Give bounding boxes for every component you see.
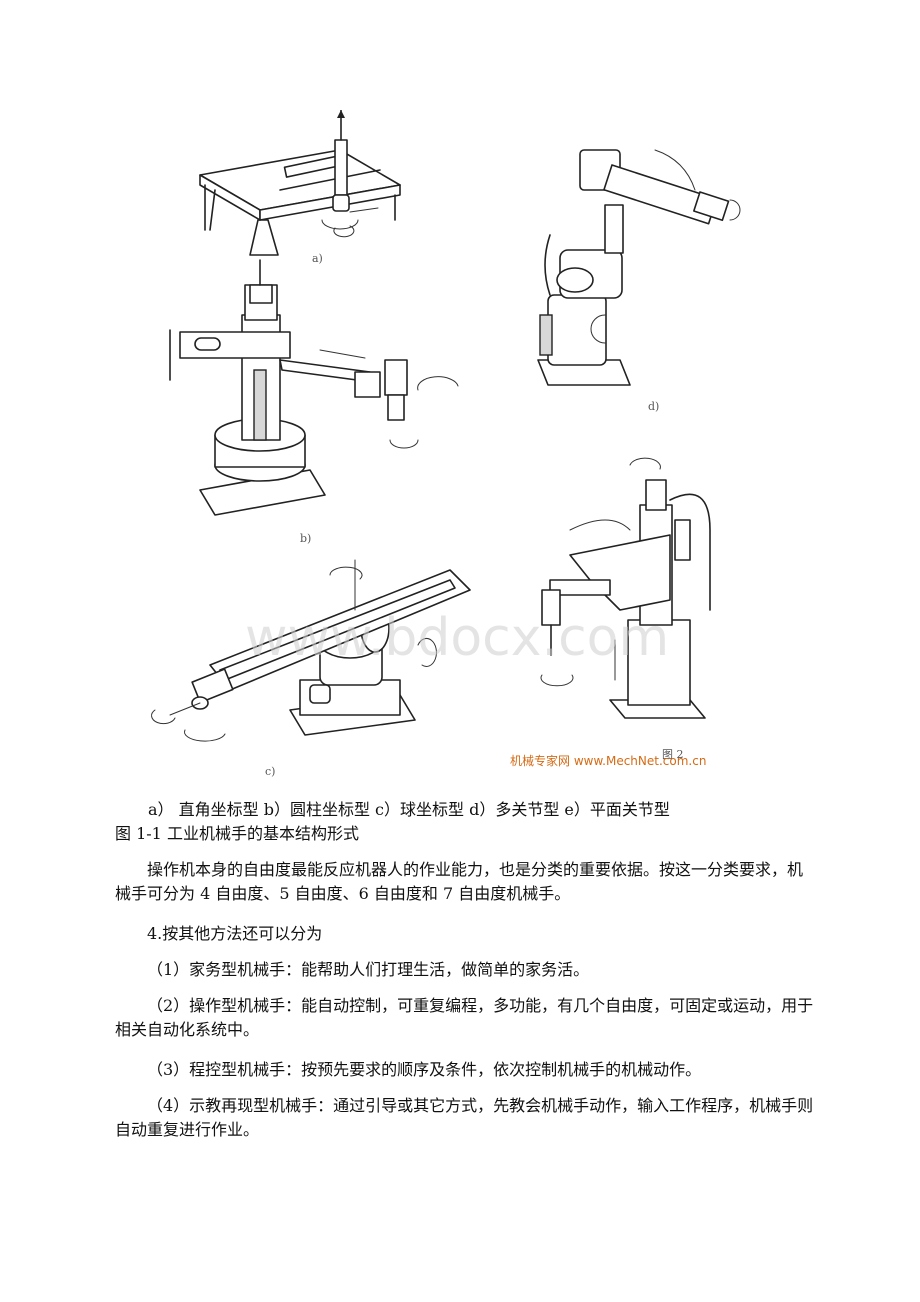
cylindrical-robot-drawing: b) xyxy=(169,259,459,545)
sublabel-b: b) xyxy=(300,532,311,545)
list-item-program-control: （3）程控型机械手：按预先要求的顺序及条件，依次控制机械手的机械动作。 xyxy=(147,1060,702,1079)
sublabel-e: 图 2 xyxy=(662,748,684,761)
list-item-household: （1）家务型机械手：能帮助人们打理生活，做简单的家务活。 xyxy=(147,960,590,979)
credit-text: 机械专家网 www.MechNet.com.cn xyxy=(510,753,706,768)
sublabel-a: a) xyxy=(312,252,323,265)
body-paragraph-other-methods: 4.按其他方法还可以分为 xyxy=(147,924,323,943)
list-item-operation: （2）操作型机械手：能自动控制，可重复编程，多功能，有几个自由度，可固定或运动，… xyxy=(115,996,814,1039)
sublabel-d: d) xyxy=(648,400,659,413)
sublabel-c: c) xyxy=(265,765,275,778)
spherical-robot-drawing: c) xyxy=(151,559,471,778)
body-paragraph-dof: 操作机本身的自由度最能反应机器人的作业能力，也是分类的重要依据。按这一分类要求，… xyxy=(115,860,804,903)
cartesian-robot-drawing: a) xyxy=(199,110,401,265)
figure-caption-types: a） 直角坐标型 b）圆柱坐标型 c）球坐标型 d）多关节型 e）平面关节型 xyxy=(148,800,670,819)
figure-caption-title: 图 1-1 工业机械手的基本结构形式 xyxy=(115,824,359,843)
list-item-teach-playback: （4）示教再现型机械手：通过引导或其它方式，先教会机械手动作，输入工作程序，机械… xyxy=(115,1096,814,1139)
watermark-text: www.bdocx.com xyxy=(245,608,669,668)
articulated-robot-drawing: d) xyxy=(537,149,741,413)
robot-structure-figure: a) d) xyxy=(150,110,770,790)
scara-robot-drawing: 图 2 xyxy=(540,457,711,761)
